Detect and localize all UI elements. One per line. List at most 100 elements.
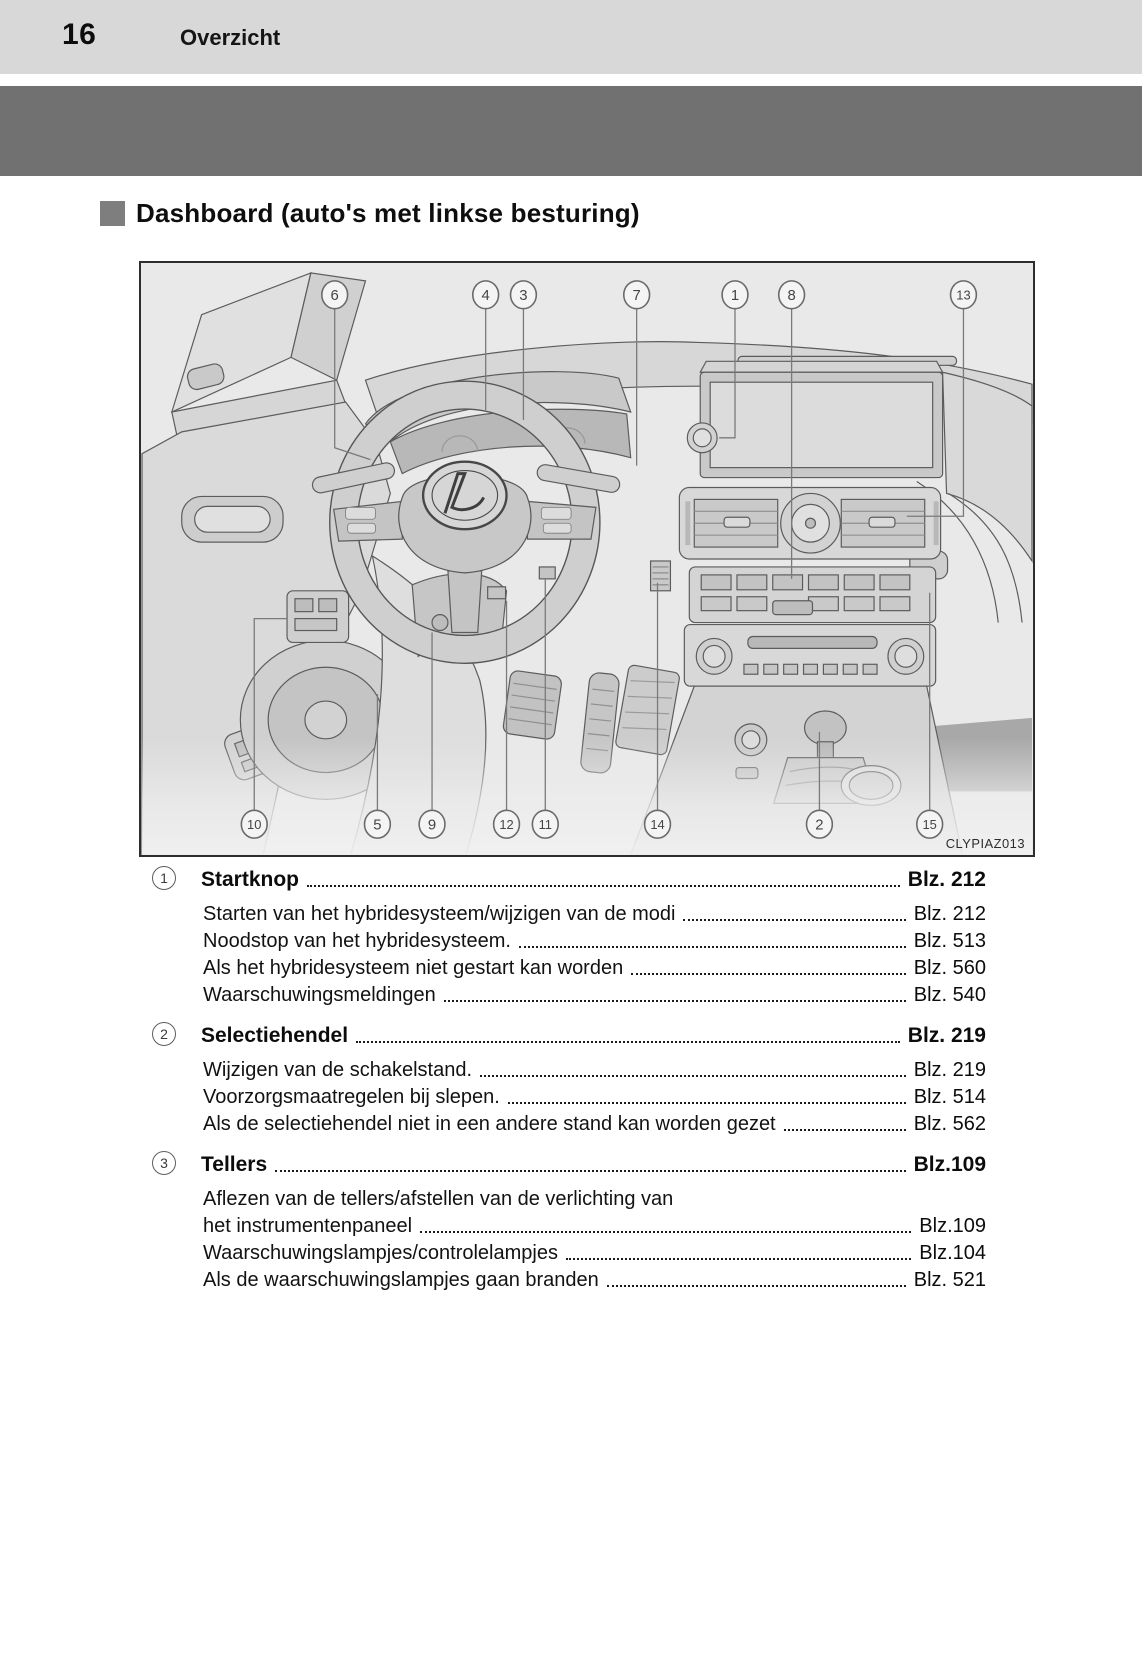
index-sub-row: het instrumentenpaneel Blz.109 [203, 1211, 986, 1238]
callout-1: 1 [721, 280, 749, 310]
dot-leader [507, 1102, 906, 1104]
svg-text:8: 8 [787, 288, 795, 304]
section-heading: Dashboard (auto's met linkse besturing) [100, 198, 640, 229]
sub-page-ref: Blz. 540 [913, 984, 986, 1006]
svg-text:9: 9 [428, 818, 436, 834]
figure-callouts: 6 4 3 7 1 8 13 10 5 9 12 11 14 2 15 [240, 280, 978, 839]
index-sub-row: Starten van het hybridesysteem/wijzigen … [203, 899, 986, 926]
sub-text: Starten van het hybridesysteem/wijzigen … [203, 903, 676, 925]
dot-leader [518, 946, 906, 948]
chapter-divider-band [0, 86, 1142, 176]
section-bullet-square [100, 201, 125, 226]
sub-page-ref: Blz.109 [919, 1215, 986, 1237]
sub-page-ref: Blz. 562 [913, 1113, 986, 1135]
item-page-ref: Blz.109 [913, 1153, 986, 1176]
sub-page-ref: Blz. 513 [913, 930, 986, 952]
sub-text: Als de waarschuwingslampjes gaan branden [203, 1269, 599, 1291]
dot-leader [783, 1129, 906, 1131]
dot-leader [420, 1231, 912, 1233]
sub-text: Noodstop van het hybridesysteem. [203, 930, 511, 952]
sub-text: Aflezen van de tellers/afstellen van de … [203, 1188, 674, 1210]
index-item-head: 3 Tellers Blz.109 [152, 1151, 986, 1177]
section-title: Dashboard (auto's met linkse besturing) [136, 198, 640, 228]
sub-page-ref: Blz.104 [919, 1242, 986, 1264]
index-sub-row: Als de selectiehendel niet in een andere… [203, 1109, 986, 1136]
callout-5: 5 [363, 809, 392, 839]
svg-text:13: 13 [956, 287, 970, 302]
sub-text: het instrumentenpaneel [203, 1215, 413, 1237]
item-page-ref: Blz. 212 [907, 868, 986, 891]
item-title: Tellers [201, 1153, 268, 1176]
svg-text:7: 7 [633, 288, 641, 304]
dot-leader [565, 1258, 912, 1260]
item-title: Startknop [201, 868, 300, 891]
svg-text:10: 10 [247, 817, 261, 832]
dot-leader [307, 885, 900, 887]
svg-text:14: 14 [650, 817, 664, 832]
dot-leader [480, 1075, 906, 1077]
callout-2: 2 [805, 809, 834, 839]
callout-7: 7 [622, 280, 651, 310]
callout-12: 12 [492, 809, 521, 839]
sub-text: Voorzorgsmaatregelen bij slepen. [203, 1086, 500, 1108]
index-sub-row: Waarschuwingsmeldingen Blz. 540 [203, 980, 986, 1007]
svg-text:1: 1 [731, 288, 739, 304]
item-number-circle: 1 [152, 866, 176, 890]
sub-text: Waarschuwingsmeldingen [203, 984, 436, 1006]
svg-text:15: 15 [923, 817, 937, 832]
lexus-logo [421, 460, 508, 531]
item-number-circle: 3 [152, 1151, 176, 1175]
callout-14: 14 [643, 809, 672, 839]
callout-9: 9 [418, 809, 446, 839]
dot-leader [606, 1285, 906, 1287]
dot-leader [443, 1000, 906, 1002]
index-sub-row: Als het hybridesysteem niet gestart kan … [203, 953, 986, 980]
callout-15: 15 [915, 809, 944, 839]
svg-text:5: 5 [373, 818, 381, 834]
index-sub-row: Noodstop van het hybridesysteem. Blz. 513 [203, 926, 986, 953]
page-number: 16 [62, 18, 97, 51]
sub-page-ref: Blz. 521 [913, 1269, 986, 1291]
sub-text: Waarschuwingslampjes/controlelampjes [203, 1242, 558, 1264]
callout-4: 4 [471, 280, 500, 310]
item-title: Selectiehendel [201, 1024, 349, 1047]
sub-text: Wijzigen van de schakelstand. [203, 1059, 473, 1081]
sub-page-ref: Blz. 514 [913, 1086, 986, 1108]
callout-6: 6 [320, 280, 349, 310]
svg-text:12: 12 [499, 817, 513, 832]
sub-page-ref: Blz. 560 [913, 957, 986, 979]
figure-bottom-fade [142, 737, 1032, 855]
callout-leader-lines [253, 308, 965, 811]
chapter-title: Overzicht [180, 25, 281, 50]
index-item-head: 1 Startknop Blz. 212 [152, 866, 986, 892]
svg-text:3: 3 [519, 288, 527, 304]
sub-page-ref: Blz. 219 [913, 1059, 986, 1081]
dot-leader [356, 1041, 900, 1043]
svg-text:2: 2 [815, 818, 823, 834]
svg-text:4: 4 [482, 288, 490, 304]
index-sub-row: Wijzigen van de schakelstand. Blz. 219 [203, 1055, 986, 1082]
sub-text: Als het hybridesysteem niet gestart kan … [203, 957, 624, 979]
dot-leader [683, 919, 906, 921]
header-band: 16 Overzicht [0, 0, 1142, 74]
index-sub-row: Aflezen van de tellers/afstellen van de … [203, 1184, 986, 1211]
callout-3: 3 [509, 280, 538, 310]
callout-8: 8 [777, 280, 806, 310]
dot-leader [275, 1170, 906, 1172]
item-page-ref: Blz. 219 [907, 1024, 986, 1047]
index-sub-row: Voorzorgsmaatregelen bij slepen. Blz. 514 [203, 1082, 986, 1109]
svg-text:11: 11 [539, 817, 552, 832]
callout-13: 13 [949, 280, 978, 310]
index-sub-row: Waarschuwingslampjes/controlelampjes Blz.… [203, 1238, 986, 1265]
index-sub-row: Als de waarschuwingslampjes gaan branden… [203, 1265, 986, 1292]
callout-11: 11 [531, 809, 559, 839]
sub-text: Als de selectiehendel niet in een andere… [203, 1113, 776, 1135]
callout-10: 10 [240, 809, 268, 839]
svg-text:6: 6 [331, 288, 339, 304]
